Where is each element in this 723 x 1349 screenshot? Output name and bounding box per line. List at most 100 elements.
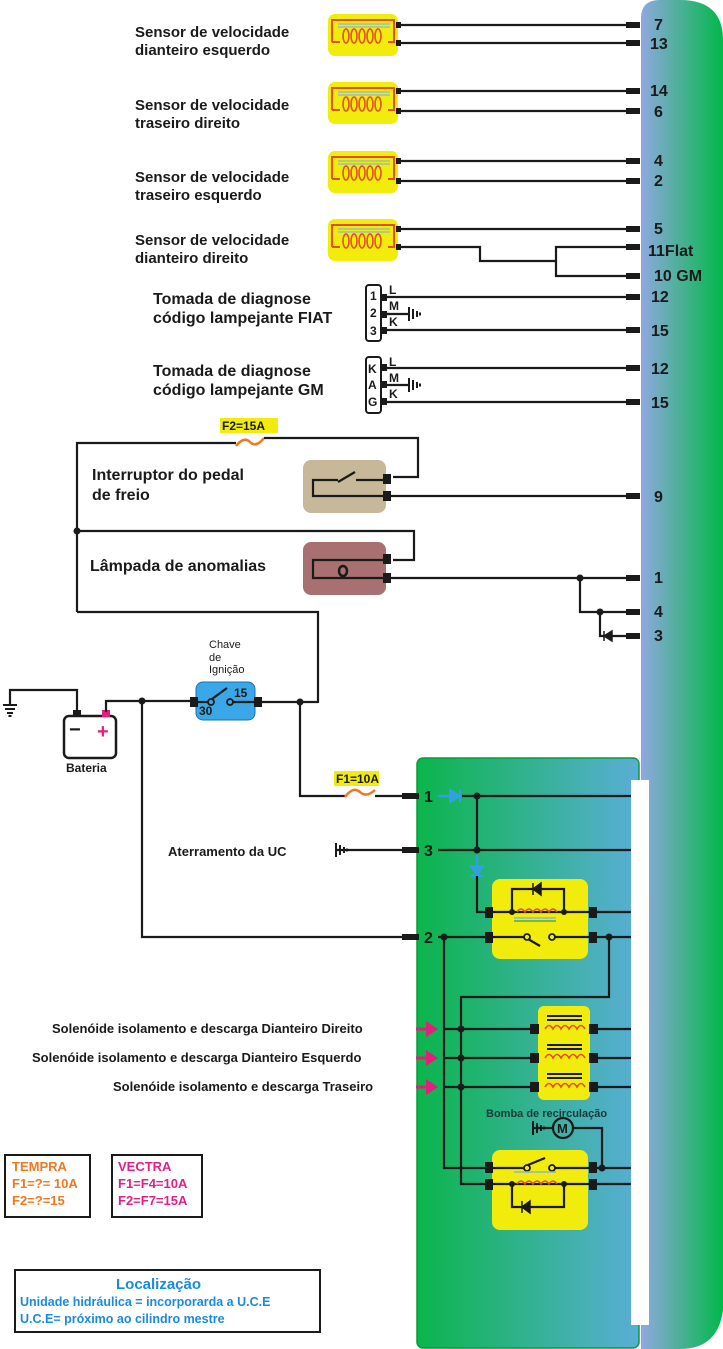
battery-label: Bateria (66, 761, 107, 775)
ecu-pin: 15 (651, 395, 669, 412)
wire-letter: K (389, 315, 398, 329)
ecu-pin: 14 (650, 83, 668, 100)
arrow-icon (426, 1021, 438, 1037)
pump-motor-relay (485, 1150, 597, 1230)
ecu-pin: 11Flat (648, 243, 694, 260)
sensor-label-line1: Sensor de velocidade (135, 24, 289, 41)
ecu-pin: 1 (654, 570, 663, 587)
solenoid-label: Solenóide isolamento e descarga Dianteir… (52, 1021, 363, 1036)
sensor-label-line2: dianteiro direito (135, 250, 248, 267)
vectra-f2: F2=F7=15A (118, 1193, 188, 1208)
ecu-pin: 4 (654, 153, 663, 170)
fuse-f1-label: F1=10A (336, 772, 379, 786)
ecu-pin: 3 (654, 628, 663, 645)
battery: − + Bateria (3, 688, 196, 775)
hydraulic-unit-bus (631, 780, 649, 1325)
sensor-rear-right: Sensor de velocidade traseiro direito 14… (135, 81, 668, 132)
battery-positive: + (97, 721, 109, 743)
diag-gm-label-line2: código lampejante GM (153, 382, 324, 399)
ecu-pin: 15 (651, 323, 669, 340)
vectra-f1: F1=F4=10A (118, 1176, 188, 1191)
location-title: Localização (116, 1276, 201, 1293)
sensor-label-line2: traseiro direito (135, 115, 240, 132)
diag-pin: A (368, 378, 377, 392)
diode-icon (602, 629, 613, 643)
brake-switch-label-line1: Interruptor do pedal (92, 467, 244, 484)
battery-negative: − (69, 719, 81, 741)
brake-switch-label-line2: de freio (92, 487, 150, 504)
wire-letter: M (389, 299, 399, 313)
ecu-pin: 4 (654, 604, 663, 621)
hydraulic-unit (416, 757, 640, 1349)
wire-letter: K (389, 387, 398, 401)
sensor-front-left: Sensor de velocidade dianteiro esquerdo … (135, 13, 668, 59)
fuse-f2: F2=15A (220, 418, 278, 447)
solenoid-coil-icon (544, 1082, 586, 1089)
ecu-body (641, 0, 723, 1349)
solenoid-coil-icon (544, 1024, 586, 1031)
location-line1: Unidade hidráulica = incorporarda a U.C.… (20, 1295, 270, 1309)
diag-fiat-label-line2: código lampejante FIAT (153, 310, 333, 327)
sensor-label-line1: Sensor de velocidade (135, 169, 289, 186)
diag-pin: 1 (370, 289, 377, 303)
diag-pin: G (368, 395, 377, 409)
diag-pin: 2 (370, 306, 377, 320)
solenoid-label: Solenóide isolamento e descarga Dianteir… (32, 1050, 361, 1065)
sensor-front-right: Sensor de velocidade dianteiro direito 5… (135, 218, 702, 285)
wire-letter: L (389, 355, 396, 369)
wire-letter: M (389, 371, 399, 385)
ecu-pin: 13 (650, 36, 668, 53)
location-legend: Localização Unidade hidráulica = incorpo… (14, 1269, 321, 1333)
location-line2: U.C.E= próximo ao cilindro mestre (20, 1312, 225, 1326)
ecu-pin: 6 (654, 104, 663, 121)
recirculation-pump: Bomba de recirculação M (486, 1108, 607, 1172)
ground-icon (408, 306, 421, 322)
ecu-pin: 5 (654, 221, 663, 238)
ground-label: Aterramento da UC (168, 844, 287, 859)
diag-connector-gm: Tomada de diagnose código lampejante GM … (153, 355, 669, 414)
tempra-f2: F2=?=15 (12, 1193, 65, 1208)
solenoid-coil-icon (544, 1053, 586, 1060)
ecu-pin: 7 (654, 17, 663, 34)
sensor-label-line2: traseiro esquerdo (135, 187, 262, 204)
fuse-f2-label: F2=15A (222, 419, 265, 433)
ignition-label-line2: de (209, 652, 221, 664)
hydraulic-pin: 1 (424, 789, 433, 806)
ignition-label-line1: Chave (209, 639, 241, 651)
ignition-switch: Chave de Ignição 15 30 (190, 639, 262, 721)
pump-relay (485, 879, 597, 959)
ecu-pin: 12 (651, 289, 669, 306)
sensor-label-line1: Sensor de velocidade (135, 232, 289, 249)
relay-coil-icon (516, 908, 558, 914)
fuse-f1: F1=10A (334, 771, 379, 798)
motor-symbol: M (557, 1121, 568, 1136)
lamp-icon (337, 564, 349, 578)
diode-icon (520, 1199, 531, 1215)
ignition-label-line3: Ignição (209, 664, 244, 676)
diag-connector-fiat: Tomada de diagnose código lampejante FIA… (153, 283, 669, 342)
diag-pin: 3 (370, 324, 377, 338)
diag-fiat-label-line1: Tomada de diagnose (153, 291, 311, 308)
solenoid-label: Solenóide isolamento e descarga Traseiro (113, 1079, 373, 1094)
tempra-title: TEMPRA (12, 1159, 68, 1174)
sensor-label-line1: Sensor de velocidade (135, 97, 289, 114)
relay-coil-icon (516, 1180, 558, 1186)
hydraulic-pin: 2 (424, 930, 433, 947)
lamp-label: Lâmpada de anomalias (90, 558, 266, 575)
diode-icon (449, 788, 462, 804)
hydraulic-pin: 3 (424, 843, 433, 860)
ground-icon (408, 377, 421, 393)
solenoid-rear: Solenóide isolamento e descarga Traseiro (113, 1073, 631, 1095)
vectra-title: VECTRA (118, 1159, 172, 1174)
ecu-pin: 12 (651, 361, 669, 378)
solenoid-valves: Solenóide isolamento e descarga Dianteir… (32, 1006, 631, 1100)
ignition-terminal-30: 30 (199, 704, 213, 718)
solenoid-front-right: Solenóide isolamento e descarga Dianteir… (52, 1015, 631, 1037)
sensor-label-line2: dianteiro esquerdo (135, 42, 270, 59)
pump-label: Bomba de recirculação (486, 1108, 607, 1120)
arrow-icon (426, 1050, 438, 1066)
fuse-icon (235, 437, 265, 447)
diag-gm-label-line1: Tomada de diagnose (153, 363, 311, 380)
brake-pedal-switch: Interruptor do pedal de freio 9 (92, 460, 663, 513)
